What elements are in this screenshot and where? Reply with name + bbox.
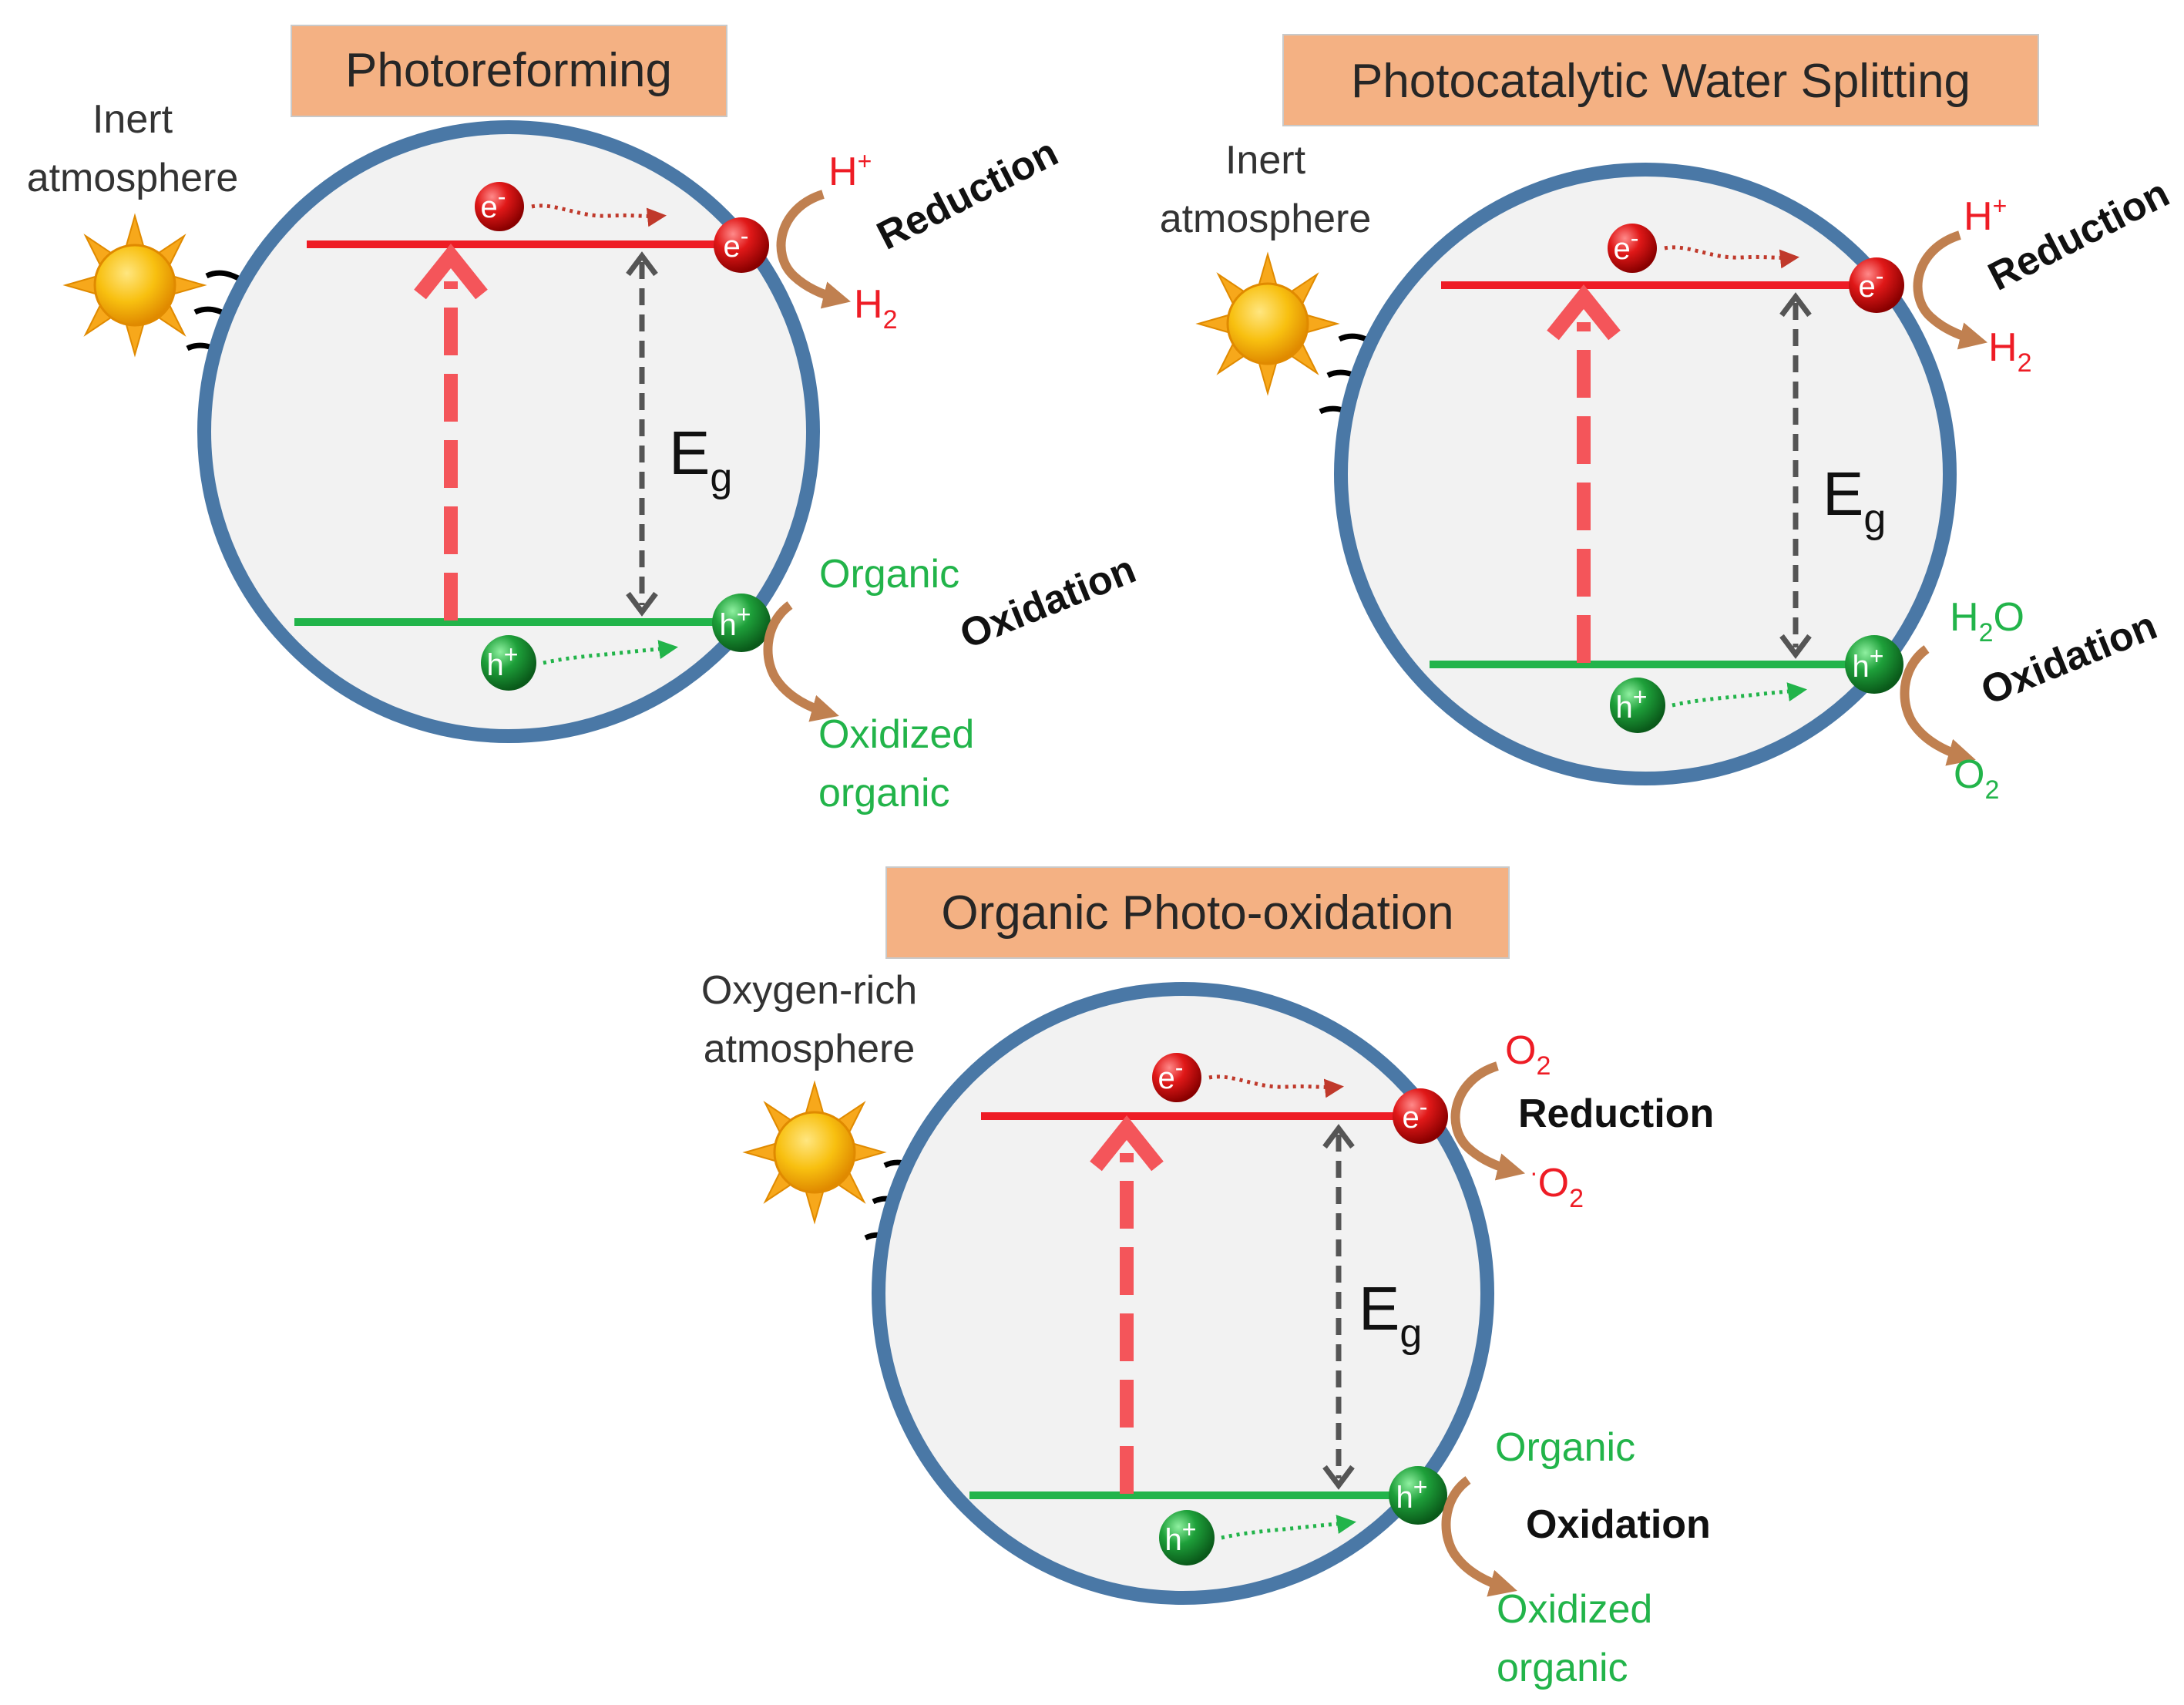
svg-text:e-: e- <box>1614 224 1639 266</box>
band-gap-label: Eg <box>669 419 732 500</box>
band-gap-label: Eg <box>1823 459 1886 541</box>
svg-text:h+: h+ <box>1616 683 1648 725</box>
panel-title: Organic Photo-oxidation <box>941 886 1453 940</box>
title-box <box>291 25 727 117</box>
reduction-product: H2 <box>854 282 897 335</box>
reduction-reactant: H+ <box>828 147 872 194</box>
svg-text:h+: h+ <box>1396 1473 1428 1515</box>
svg-text:h+: h+ <box>1853 642 1884 684</box>
semiconductor-particle <box>197 120 820 743</box>
band-gap-arrow <box>626 251 658 617</box>
reduction-product: ·O2 <box>1530 1159 1584 1213</box>
electron-surface: e- <box>714 217 769 273</box>
svg-text:e-: e- <box>1158 1054 1184 1095</box>
electron-migration: e- <box>1152 1053 1344 1102</box>
oxidation-label: Oxidation <box>954 547 1142 658</box>
reduction-label: Reduction <box>870 130 1065 259</box>
oxidation-curved-arrow <box>1900 645 1976 766</box>
electron-migration: e- <box>1608 224 1799 273</box>
svg-text:e-: e- <box>1403 1093 1428 1135</box>
svg-text:h+: h+ <box>720 600 751 642</box>
svg-text:e-: e- <box>481 183 506 224</box>
hole-migration: h+ <box>1610 678 1807 733</box>
hole-surface: h+ <box>1845 635 1903 694</box>
reduction-curved-arrow <box>776 190 852 309</box>
panel-title: Photoreforming <box>345 44 672 97</box>
band-gap-label: Eg <box>1359 1274 1422 1356</box>
sun-icon <box>1195 251 1340 396</box>
excitation-arrow <box>1547 284 1621 663</box>
reduction-product: H2 <box>1988 325 2031 378</box>
oxidation-reactant: H2O <box>1950 595 2024 647</box>
excitation-arrow <box>1090 1115 1164 1494</box>
reduction-label: Reduction <box>1518 1091 1714 1136</box>
oxidation-curved-arrow <box>763 601 839 722</box>
band-gap-arrow <box>1322 1124 1355 1490</box>
reduction-curved-arrow <box>1450 1061 1526 1181</box>
svg-text:h+: h+ <box>1165 1515 1197 1557</box>
oxidation-reactant: Organic <box>1495 1425 1635 1470</box>
hole-surface: h+ <box>712 594 771 652</box>
electron-surface: e- <box>1849 257 1904 313</box>
svg-text:e-: e- <box>724 222 749 264</box>
electron-migration: e- <box>475 182 667 231</box>
sun-icon <box>62 213 207 358</box>
band-gap-arrow <box>1779 292 1812 659</box>
oxidation-curved-arrow <box>1441 1476 1517 1597</box>
reduction-reactant: O2 <box>1505 1028 1551 1081</box>
reduction-reactant: H+ <box>1964 192 2007 239</box>
title-box <box>885 866 1510 959</box>
oxidation-product: O2 <box>1954 752 1999 805</box>
svg-text:e-: e- <box>1859 262 1884 304</box>
semiconductor-particle <box>872 982 1494 1605</box>
hole-migration: h+ <box>481 635 678 691</box>
title-box <box>1282 34 2039 126</box>
hole-surface: h+ <box>1389 1466 1447 1525</box>
oxidation-label: Oxidation <box>1526 1502 1711 1547</box>
excitation-arrow <box>414 243 488 620</box>
sun-icon <box>742 1080 887 1225</box>
electron-surface: e- <box>1393 1088 1448 1144</box>
oxidation-reactant: Organic <box>819 552 959 597</box>
reduction-curved-arrow <box>1913 230 1988 350</box>
hole-migration: h+ <box>1159 1510 1356 1565</box>
panel-title: Photocatalytic Water Splitting <box>1351 55 1971 108</box>
svg-text:h+: h+ <box>487 641 519 682</box>
reduction-label: Reduction <box>1981 171 2176 300</box>
